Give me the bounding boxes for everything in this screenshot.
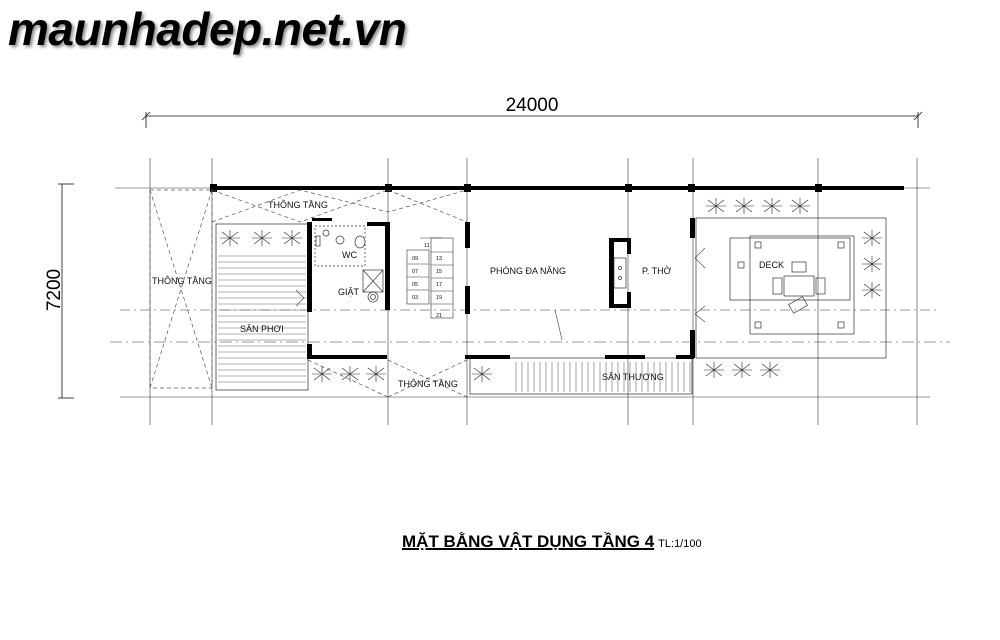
room-label-phong-da-nang: PHÒNG ĐA NĂNG bbox=[490, 266, 566, 276]
top-wall bbox=[212, 186, 904, 190]
wc-fixtures bbox=[314, 225, 384, 303]
stair-step-label: 03 bbox=[412, 295, 418, 301]
stair-step-label: 15 bbox=[436, 269, 442, 275]
dimension-height bbox=[58, 183, 74, 399]
room-label-giat: GIẶT bbox=[338, 287, 360, 297]
san-thuong-hatch bbox=[515, 362, 691, 392]
room-label-thong-tang-left: THÔNG TẦNG bbox=[152, 276, 212, 286]
axis-grid bbox=[110, 158, 950, 425]
plants bbox=[220, 198, 882, 382]
stair-step-label: 07 bbox=[412, 269, 418, 275]
stair-step-label: 21 bbox=[436, 313, 442, 319]
stair-step-label: 17 bbox=[436, 282, 442, 288]
interior-walls bbox=[307, 218, 695, 359]
void-areas bbox=[149, 189, 468, 398]
room-label-san-phoi: SÂN PHƠI bbox=[240, 324, 284, 334]
top-columns bbox=[210, 184, 822, 192]
stair bbox=[406, 237, 454, 319]
room-label-san-thuong: SÂN THƯỢNG bbox=[602, 372, 664, 382]
room-label-thong-tang-bottom: THÔNG TẦNG bbox=[398, 379, 458, 389]
drawing-scale: TL:1/100 bbox=[658, 538, 702, 550]
dimension-width bbox=[141, 111, 923, 128]
room-label-wc: WC bbox=[342, 250, 357, 260]
deck bbox=[695, 217, 887, 359]
stair-step-label: 13 bbox=[436, 256, 442, 262]
room-label-thong-tang-top: THÔNG TẦNG bbox=[268, 200, 328, 210]
stair-step-label: 11 bbox=[424, 243, 430, 249]
stair-step-label: 19 bbox=[436, 295, 442, 301]
altar bbox=[613, 257, 627, 289]
stair-step-label: 09 bbox=[412, 256, 418, 262]
room-label-p-tho: P. THỜ bbox=[642, 266, 672, 276]
dimension-height-label: 7200 bbox=[44, 269, 65, 311]
dimension-width-label: 24000 bbox=[506, 95, 559, 116]
watermark-logo: maunhadep.net.vn bbox=[8, 3, 407, 55]
drawing-title: MẶT BẰNG VẬT DỤNG TẦNG 4 bbox=[402, 532, 655, 551]
room-label-deck: DECK bbox=[759, 260, 784, 270]
san-phoi-hatch bbox=[218, 255, 306, 383]
door-swings bbox=[295, 247, 706, 341]
stair-step-label: 05 bbox=[412, 282, 418, 288]
